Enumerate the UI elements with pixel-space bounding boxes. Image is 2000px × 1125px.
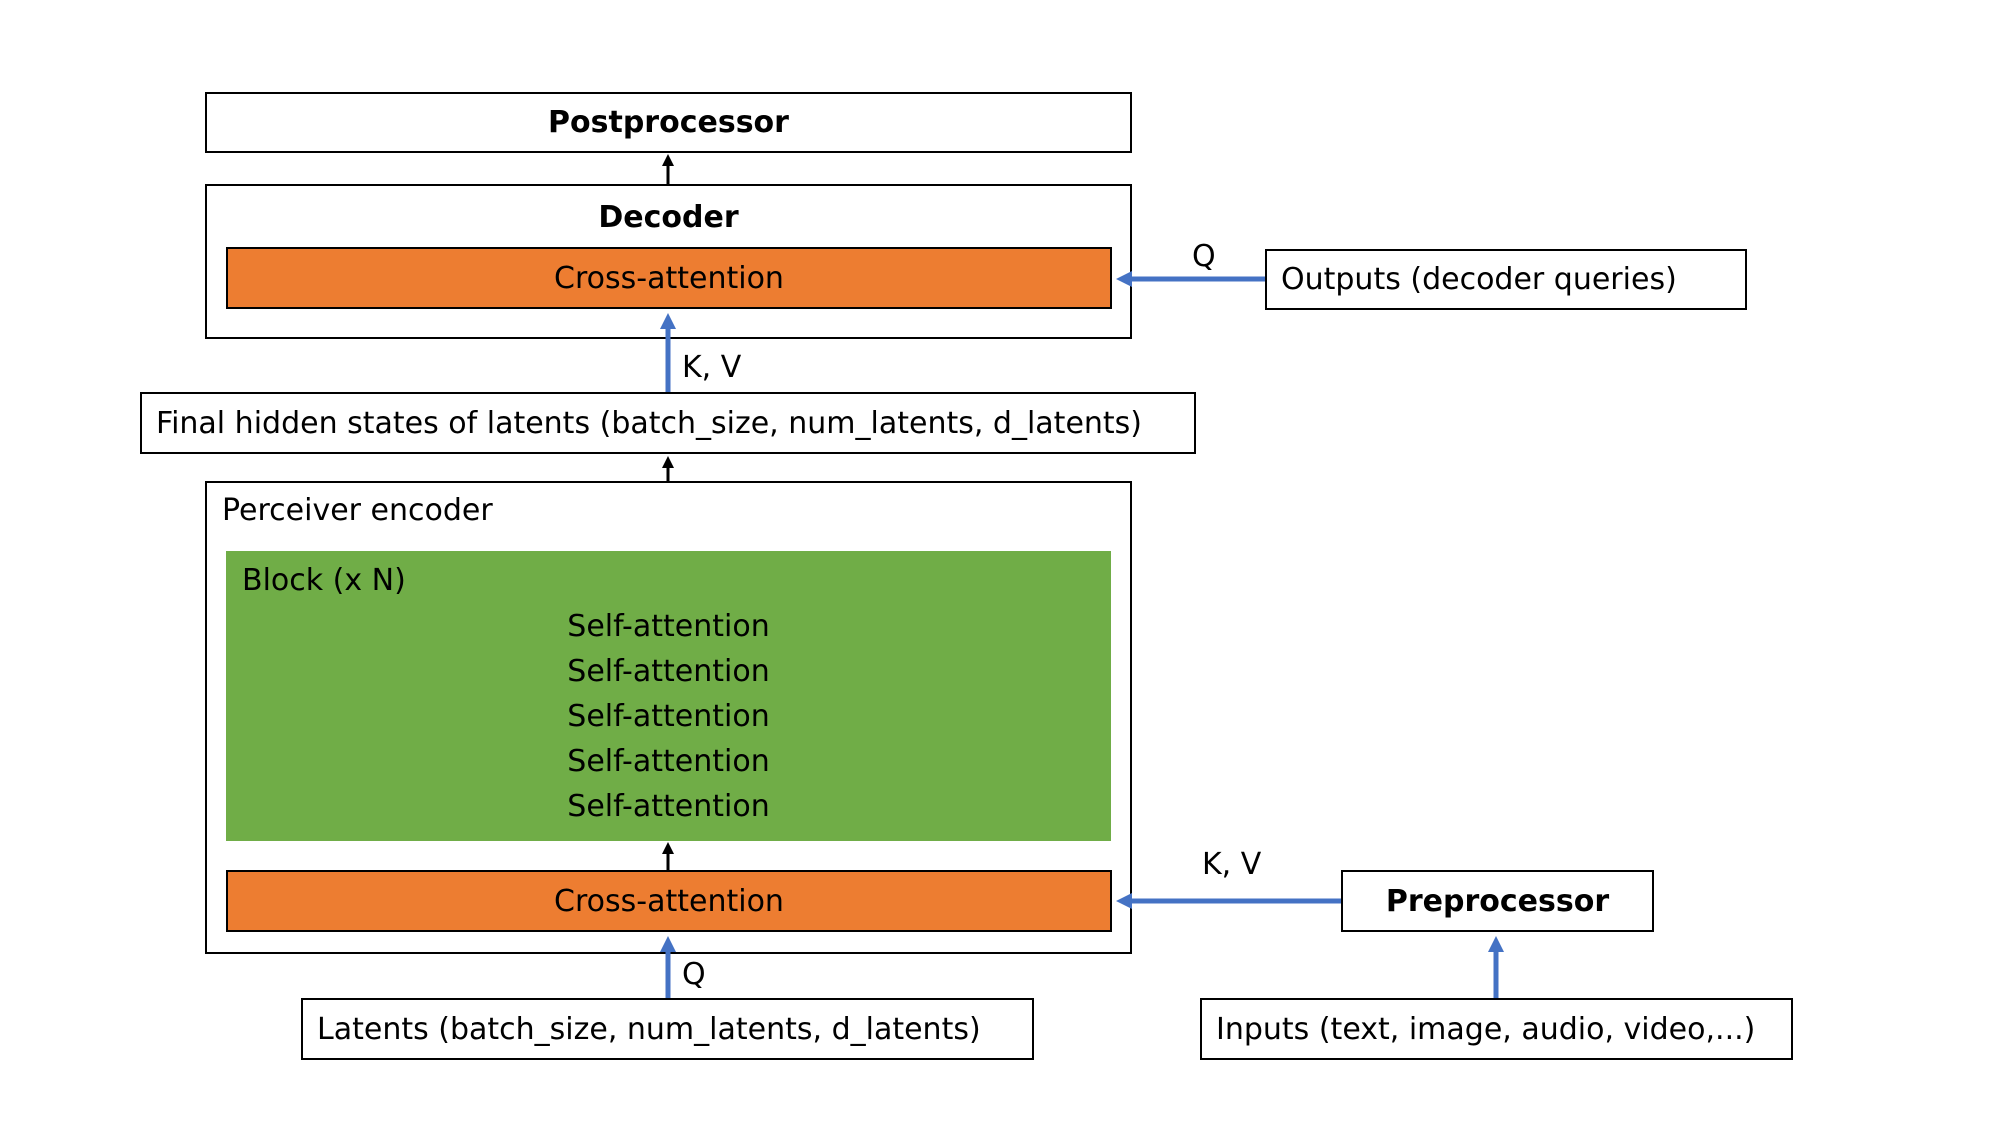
preprocessor-label: Preprocessor <box>1385 883 1610 919</box>
decoder-cross-attention-label: Cross-attention <box>554 260 784 296</box>
perceiver-encoder-title: Perceiver encoder <box>222 493 493 528</box>
decoder-title: Decoder <box>598 200 739 235</box>
postprocessor-box: Postprocessor <box>205 92 1132 153</box>
latents-box: Latents (batch_size, num_latents, d_late… <box>301 998 1034 1060</box>
final-hidden-states-box: Final hidden states of latents (batch_si… <box>140 392 1196 454</box>
encoder-cross-attention: Cross-attention <box>226 870 1112 932</box>
inputs-label: Inputs (text, image, audio, video,...) <box>1216 1011 1756 1047</box>
latents-label: Latents (batch_size, num_latents, d_late… <box>317 1011 981 1047</box>
decoder-cross-attention: Cross-attention <box>226 247 1112 309</box>
inputs-box: Inputs (text, image, audio, video,...) <box>1200 998 1793 1060</box>
encoder-kv-label: K, V <box>1202 847 1262 882</box>
encoder-q-label: Q <box>682 957 706 992</box>
encoder-block: Block (x N) Self-attention Self-attentio… <box>226 551 1111 841</box>
final-hidden-states-label: Final hidden states of latents (batch_si… <box>156 405 1143 441</box>
decoder-kv-label: K, V <box>682 350 742 385</box>
self-attention-stack: Self-attention Self-attention Self-atten… <box>226 604 1111 829</box>
outputs-label: Outputs (decoder queries) <box>1281 262 1677 297</box>
block-title: Block (x N) <box>242 563 406 598</box>
encoder-cross-attention-label: Cross-attention <box>554 883 784 919</box>
decoder-q-label: Q <box>1192 239 1216 274</box>
self-attention-layer: Self-attention <box>567 744 770 779</box>
preprocessor-box: Preprocessor <box>1341 870 1654 932</box>
outputs-box: Outputs (decoder queries) <box>1265 249 1747 310</box>
self-attention-layer: Self-attention <box>567 789 770 824</box>
self-attention-layer: Self-attention <box>567 654 770 689</box>
postprocessor-label: Postprocessor <box>548 105 789 140</box>
self-attention-layer: Self-attention <box>567 699 770 734</box>
self-attention-layer: Self-attention <box>567 609 770 644</box>
